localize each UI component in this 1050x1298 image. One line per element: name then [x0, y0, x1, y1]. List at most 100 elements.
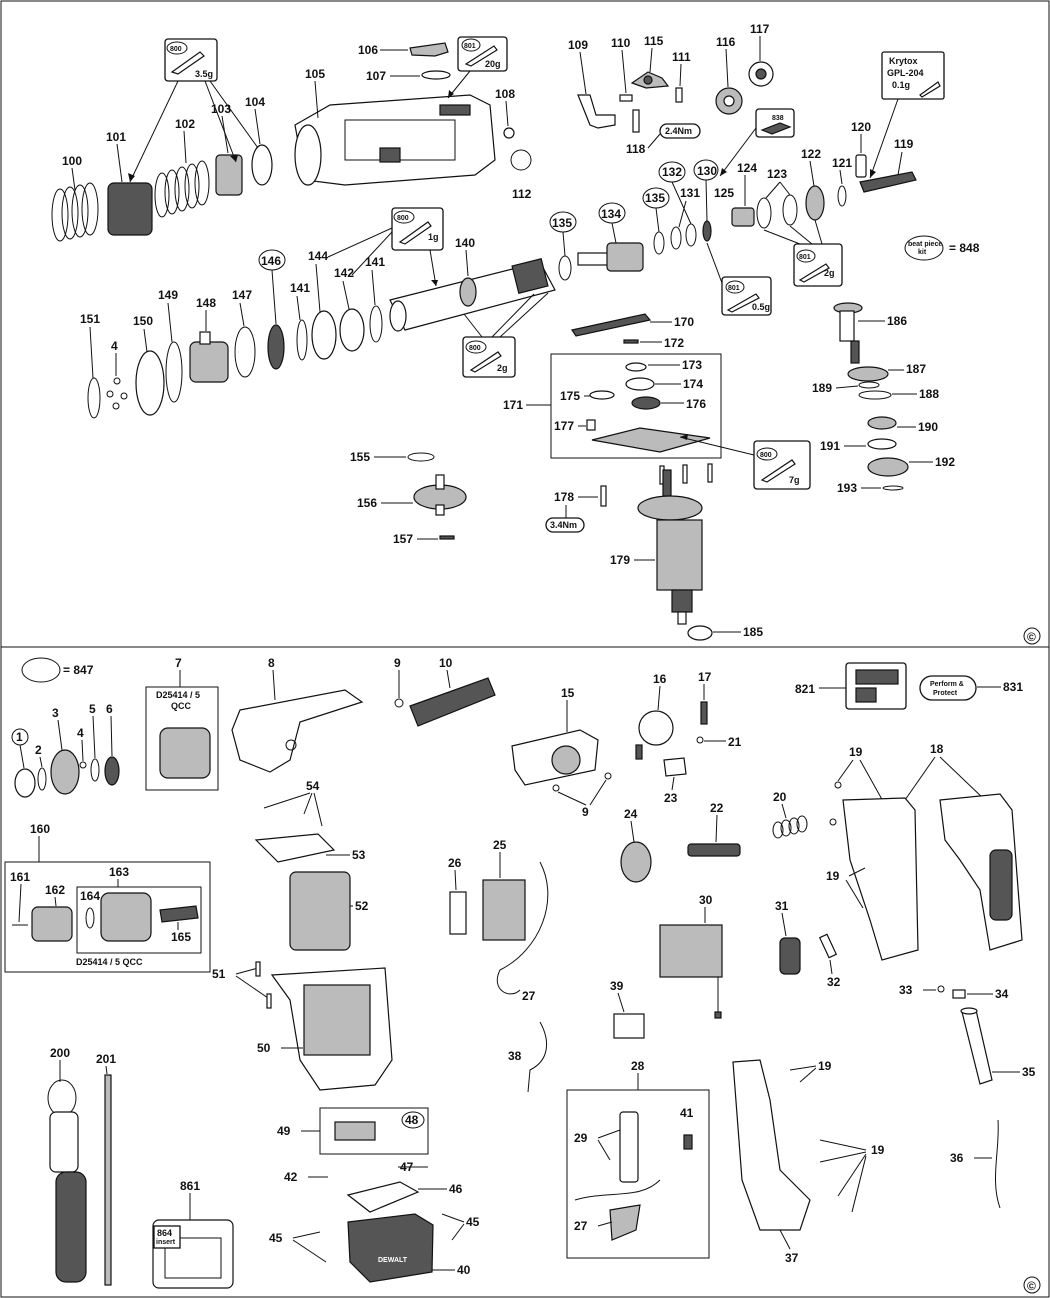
label-157: 157	[393, 532, 413, 546]
label-35: 35	[1022, 1065, 1036, 1079]
svg-text:801: 801	[464, 43, 476, 50]
part-157-key	[439, 535, 455, 540]
part-46-terminal	[346, 1181, 420, 1213]
label-132: 132	[662, 165, 682, 179]
part-121-clip	[837, 185, 847, 207]
part-25-module	[482, 879, 526, 941]
part-142-bearing	[339, 308, 365, 352]
part-177-pin	[586, 419, 596, 431]
part-131-ring	[670, 226, 682, 250]
part-26-capacitor	[449, 891, 467, 935]
copyright-mark-top: ©	[1027, 630, 1036, 644]
label-27b: 27	[574, 1219, 588, 1233]
label-39: 39	[610, 979, 624, 993]
label-21: 21	[728, 735, 742, 749]
part-37-housing-half	[732, 1059, 811, 1231]
svg-text:7g: 7g	[789, 475, 800, 485]
label-107: 107	[366, 69, 386, 83]
lube-callout-801-2g	[793, 243, 843, 287]
svg-text:800: 800	[397, 215, 409, 222]
part-172-key	[623, 339, 639, 344]
part-5-ring	[90, 758, 100, 782]
part-40-base: DEWALT	[347, 1213, 434, 1283]
part-8-gearcase-cover	[231, 689, 364, 773]
label-189: 189	[812, 381, 832, 395]
label-118: 118	[626, 142, 646, 156]
part-6-seal	[104, 756, 120, 786]
part-24-switch	[620, 841, 652, 883]
part-170-belt	[571, 313, 652, 337]
part-176-seal	[631, 396, 661, 410]
label-8: 8	[268, 656, 275, 670]
part-171-carrier-plate	[591, 427, 711, 453]
part-193-washer	[882, 485, 904, 491]
part-135-ring-a	[558, 255, 572, 281]
label-179: 179	[610, 553, 630, 567]
part-20-spring	[772, 815, 808, 839]
label-109: 109	[568, 38, 588, 52]
label-186: 186	[887, 314, 907, 328]
ring-kit-ref: = 847	[63, 663, 94, 677]
label-18: 18	[930, 742, 944, 756]
label-110: 110	[611, 36, 631, 50]
part-105-gear-housing	[294, 94, 496, 186]
label-165: 165	[171, 930, 191, 944]
part-4-balls	[106, 377, 128, 410]
part-179-armature	[637, 469, 703, 625]
label-52: 52	[355, 899, 369, 913]
label-119: 119	[894, 137, 914, 151]
insert-label: insert	[156, 1239, 176, 1246]
part-150-collar	[135, 350, 165, 416]
part-189-clip	[858, 381, 880, 389]
label-32: 32	[827, 975, 841, 989]
part-155-ring	[407, 452, 435, 462]
label-50: 50	[257, 1041, 271, 1055]
label-108: 108	[495, 87, 515, 101]
part-27-trigger	[609, 1204, 641, 1241]
label-174: 174	[683, 377, 703, 391]
label-30: 30	[699, 893, 713, 907]
label-45a: 45	[269, 1231, 283, 1245]
part-112-o-ring	[510, 149, 532, 171]
part-7-qcc-box	[145, 686, 219, 791]
svg-text:GPL-204: GPL-204	[887, 68, 924, 78]
part-864-insert	[153, 1225, 181, 1249]
label-111: 111	[672, 50, 691, 64]
label-16: 16	[653, 672, 667, 686]
label-135a: 135	[552, 216, 572, 230]
part-1-cap	[14, 768, 36, 798]
label-200: 200	[50, 1046, 70, 1060]
svg-text:beat piece: beat piece	[908, 241, 942, 248]
label-26: 26	[448, 856, 462, 870]
part-16-switch-cam	[638, 710, 674, 746]
part-35-tube	[961, 1009, 993, 1085]
part-109-lever	[577, 94, 616, 129]
svg-text:3.5g: 3.5g	[195, 69, 213, 79]
krytox-callout	[881, 51, 945, 100]
part-41-clip	[683, 1134, 693, 1150]
label-28: 28	[631, 1059, 645, 1073]
part-163-qcc-chuck	[100, 892, 152, 942]
label-34: 34	[995, 987, 1009, 1001]
label-172: 172	[664, 336, 684, 350]
label-4-top: 4	[111, 339, 118, 353]
label-192: 192	[935, 455, 955, 469]
label-9-top: 9	[394, 656, 401, 670]
part-17b-spring	[635, 744, 643, 760]
label-135b: 135	[645, 191, 665, 205]
label-147: 147	[232, 288, 252, 302]
part-130-oring	[702, 220, 712, 242]
part-165-adapter	[159, 905, 199, 923]
part-171-group-box	[550, 353, 722, 459]
label-148: 148	[196, 296, 216, 310]
label-54: 54	[306, 779, 320, 793]
label-162: 162	[45, 883, 65, 897]
part-175-washer	[589, 390, 615, 400]
part-4-ball	[79, 761, 87, 769]
label-861: 861	[180, 1179, 200, 1193]
svg-text:20g: 20g	[485, 59, 501, 69]
part-118-screw	[632, 109, 640, 133]
part-30-control-module	[659, 924, 723, 978]
